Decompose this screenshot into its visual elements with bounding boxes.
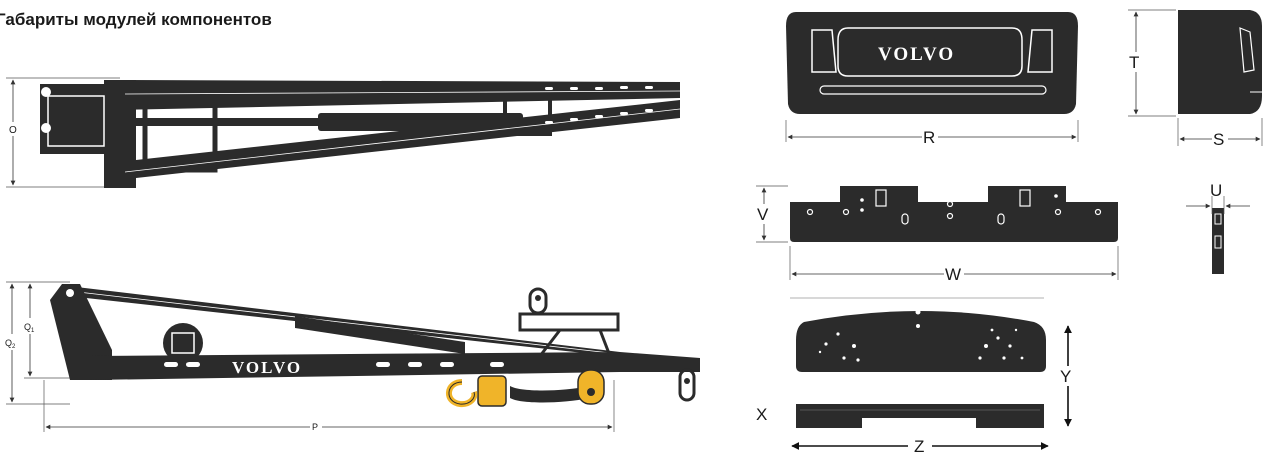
dimension-u: U — [1186, 181, 1250, 214]
label-v: V — [757, 205, 769, 224]
dimension-y: Y — [1059, 325, 1077, 427]
label-t: T — [1129, 53, 1139, 72]
label-s: S — [1213, 130, 1224, 149]
label-w: W — [945, 265, 961, 284]
hook-block — [446, 369, 605, 408]
label-q2: Q2 — [5, 338, 16, 350]
side-cover-view: T S — [1128, 9, 1263, 149]
label-x: X — [756, 405, 767, 424]
boom-volvo-logo: VOLVO — [232, 358, 302, 377]
front-cover-view: VOLVO R — [785, 12, 1079, 147]
label-z: Z — [914, 437, 924, 456]
dimension-q: Q1 Q2 — [4, 281, 90, 405]
label-p: P — [312, 422, 318, 432]
boom-side-view: Q1 Q2 P VOLVO — [4, 281, 700, 433]
dimension-p: P — [43, 380, 615, 433]
dimension-t: T — [1128, 9, 1176, 117]
label-r: R — [923, 128, 935, 147]
page-title: Габариты модулей компонентов — [0, 10, 272, 29]
dimension-v: V — [756, 185, 788, 243]
label-o: O — [9, 125, 17, 136]
label-q1: Q1 — [24, 322, 35, 334]
label-y: Y — [1060, 367, 1071, 386]
dimension-r: R — [785, 120, 1079, 147]
label-u: U — [1210, 181, 1222, 200]
dimension-s: S — [1177, 118, 1263, 149]
dimension-o: O — [6, 77, 120, 188]
dimension-w: W — [789, 246, 1119, 284]
dimension-z: Z — [791, 436, 1049, 456]
plate-side-view: U — [1186, 181, 1250, 274]
mounting-plate-view: V W — [756, 185, 1119, 284]
cover-volvo-logo: VOLVO — [878, 44, 955, 65]
boom-top-view: O — [6, 77, 681, 188]
counterweight-view: Y X Z — [756, 297, 1077, 456]
